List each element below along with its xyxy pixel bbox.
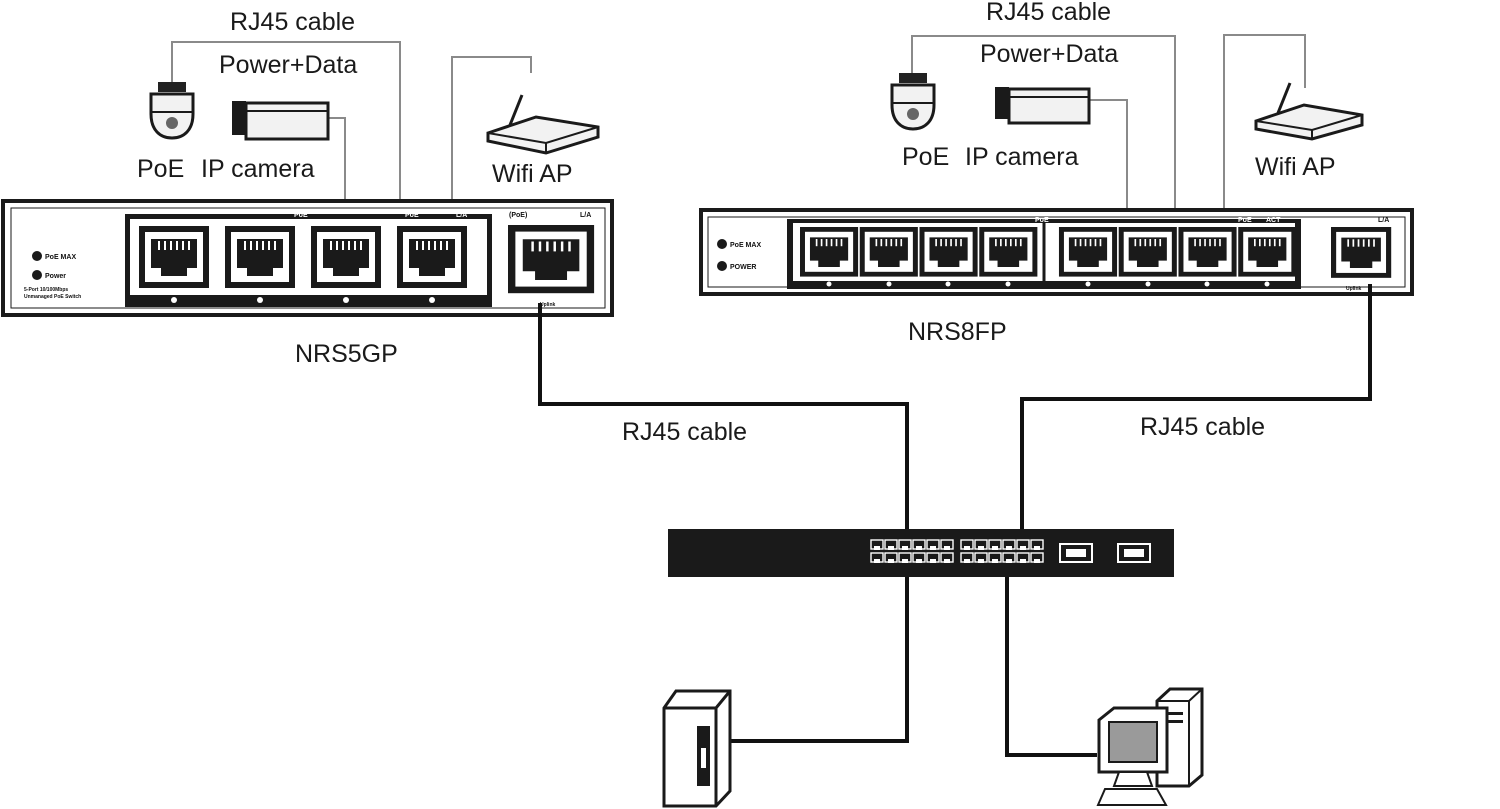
nrs8fp-led-power-label: POWER bbox=[730, 264, 756, 271]
led-power-2 bbox=[717, 261, 727, 271]
nrs5gp-uplink-la: L/A bbox=[580, 212, 591, 219]
led-power bbox=[32, 270, 42, 280]
nrs5gp-switch: PoE MAX Power 5-Port 10/100Mbps Unmanage… bbox=[1, 199, 614, 317]
nrs8fp-group-act: ACT bbox=[1266, 217, 1281, 224]
bullet-camera-icon bbox=[232, 101, 330, 141]
left-ip-camera-label: IP camera bbox=[201, 155, 315, 183]
uplink-cables bbox=[538, 284, 1372, 757]
server-icon bbox=[662, 689, 732, 808]
nrs5gp-port-2 bbox=[224, 225, 296, 289]
right-poe-label: PoE bbox=[902, 143, 949, 171]
led-poe-max-2 bbox=[717, 239, 727, 249]
left-rj45-cable-label: RJ45 cable bbox=[230, 8, 355, 36]
nrs5gp-desc-line2: Unmanaged PoE Switch bbox=[24, 294, 81, 300]
dome-camera-icon bbox=[149, 82, 195, 140]
bullet-camera-icon-2 bbox=[995, 87, 1091, 125]
nrs5gp-port-1 bbox=[138, 225, 210, 289]
sfp-slot-2 bbox=[1117, 543, 1151, 563]
nrs5gp-name-label: NRS5GP bbox=[295, 340, 398, 368]
wifi-router-icon bbox=[486, 94, 600, 155]
wifi-router-icon-2 bbox=[1254, 82, 1364, 141]
lower-left-cable-label: RJ45 cable bbox=[622, 418, 747, 446]
nrs8fp-port-7 bbox=[1177, 226, 1238, 278]
sfp-slot-1 bbox=[1059, 543, 1093, 563]
left-power-data-label: Power+Data bbox=[219, 51, 357, 79]
nrs8fp-port-5 bbox=[1058, 226, 1118, 278]
nrs8fp-uplink-la: L/A bbox=[1378, 217, 1389, 224]
nrs8fp-port-4 bbox=[978, 226, 1039, 278]
right-wifi-ap-label: Wifi AP bbox=[1255, 153, 1336, 181]
nrs5gp-desc-line1: 5-Port 10/100Mbps bbox=[24, 287, 68, 293]
nrs8fp-led-poe-max-label: PoE MAX bbox=[730, 242, 761, 249]
right-rj45-cable-label: RJ45 cable bbox=[986, 0, 1111, 26]
nrs5gp-uplink-poe: (PoE) bbox=[509, 212, 527, 219]
nrs8fp-group-poe: PoE bbox=[1035, 217, 1049, 224]
core-switch bbox=[668, 529, 1174, 577]
nrs8fp-uplink-port bbox=[1330, 226, 1393, 279]
nrs5gp-led-poe-max-label: PoE MAX bbox=[45, 254, 76, 261]
nrs8fp-port-2 bbox=[858, 226, 919, 278]
nrs5gp-group-poe: PoE bbox=[294, 212, 308, 219]
led-poe-max bbox=[32, 251, 42, 261]
nrs5gp-led-power-label: Power bbox=[45, 273, 66, 280]
nrs5gp-port-3 bbox=[310, 225, 382, 289]
right-power-data-label: Power+Data bbox=[980, 40, 1118, 68]
nrs8fp-port-1 bbox=[799, 226, 859, 278]
nrs5gp-uplink-port bbox=[506, 223, 596, 295]
left-poe-label: PoE bbox=[137, 155, 184, 183]
dome-camera-icon-2 bbox=[890, 73, 936, 131]
nrs8fp-name-label: NRS8FP bbox=[908, 318, 1007, 346]
nrs5gp-uplink-label: Uplink bbox=[540, 302, 555, 308]
nrs8fp-group-poe2: PoE bbox=[1238, 217, 1252, 224]
nrs8fp-port-6 bbox=[1117, 226, 1178, 278]
workstation-icon bbox=[1096, 687, 1204, 806]
nrs8fp-uplink-label: Uplink bbox=[1346, 286, 1361, 292]
nrs5gp-group-la: L/A bbox=[456, 212, 467, 219]
right-poe-cables bbox=[911, 34, 1306, 218]
lower-right-cable-label: RJ45 cable bbox=[1140, 413, 1265, 441]
right-ip-camera-label: IP camera bbox=[965, 143, 1079, 171]
nrs5gp-port-4 bbox=[396, 225, 468, 289]
left-wifi-ap-label: Wifi AP bbox=[492, 160, 573, 188]
nrs8fp-port-3 bbox=[918, 226, 979, 278]
nrs5gp-group-poe2: PoE bbox=[405, 212, 419, 219]
nrs8fp-switch: PoE MAX POWER PoE PoE ACT L/A Up bbox=[699, 208, 1414, 296]
nrs8fp-port-8 bbox=[1237, 226, 1298, 278]
